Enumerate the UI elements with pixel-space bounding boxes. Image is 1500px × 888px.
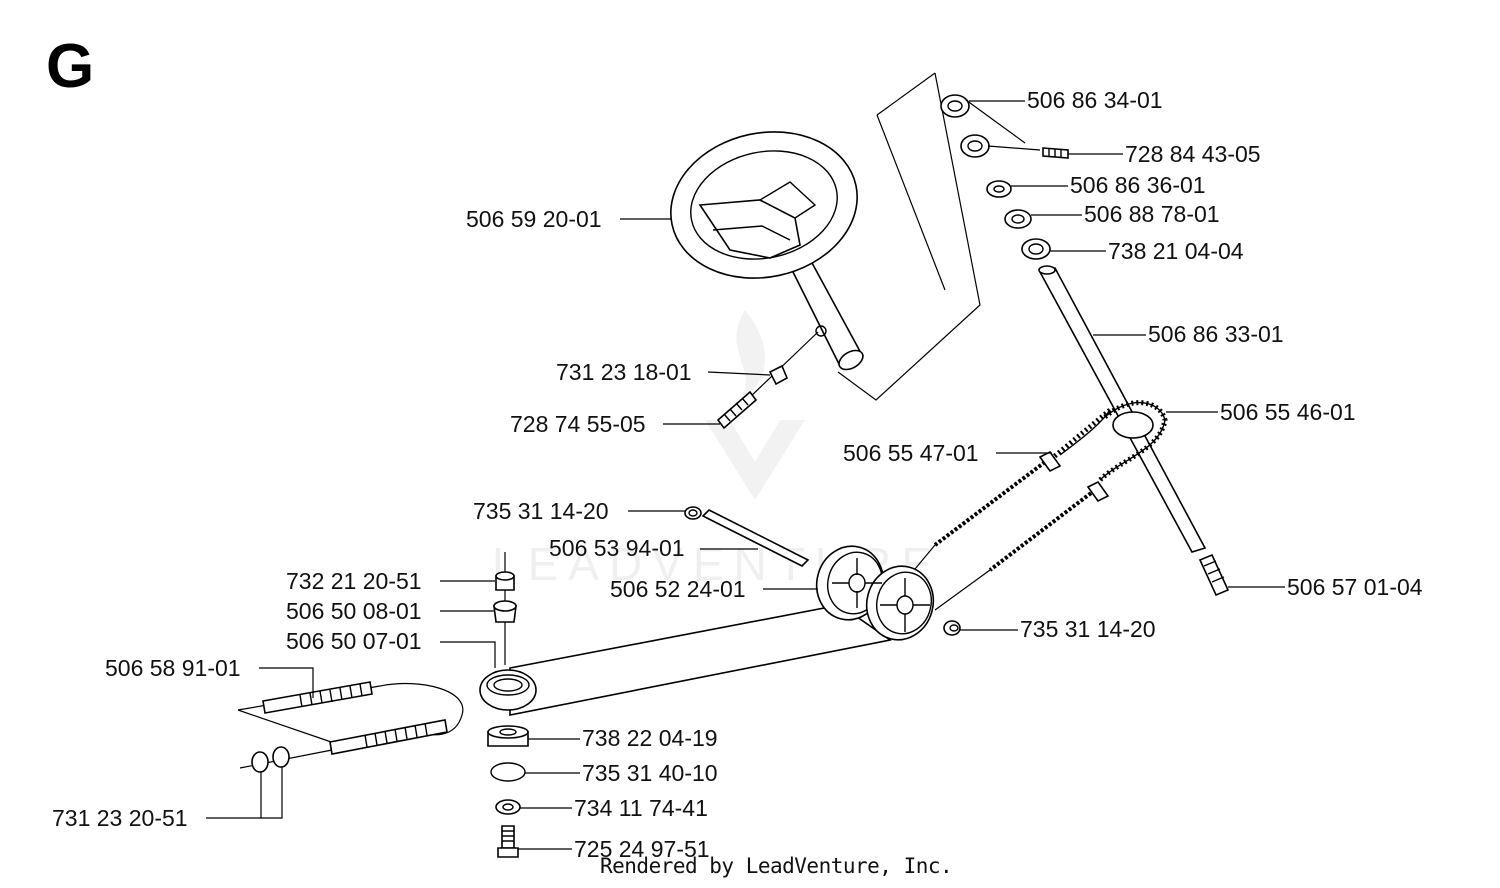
part-label: 738 21 04-04 <box>1108 238 1244 264</box>
part-label: 506 55 46-01 <box>1220 399 1356 425</box>
part-label: 728 84 43-05 <box>1125 141 1261 167</box>
circlip-right <box>943 620 961 636</box>
part-label: 506 50 08-01 <box>286 598 422 624</box>
part-label: 506 57 01-04 <box>1287 574 1423 600</box>
part-label: 735 31 40-10 <box>582 760 718 786</box>
steering-shaft <box>1038 265 1230 597</box>
sprocket-and-chain <box>1048 400 1168 482</box>
footer-credit: Rendered by LeadVenture, Inc. <box>600 854 953 878</box>
part-label: 506 88 78-01 <box>1084 201 1220 227</box>
shaft-stack <box>940 94 1069 260</box>
steering-cables <box>909 450 1110 611</box>
part-label: 506 52 24-01 <box>610 576 746 602</box>
part-label: 506 86 34-01 <box>1027 87 1163 113</box>
bracket-line-left <box>876 114 946 291</box>
bracket-line-right <box>837 72 981 401</box>
bracket-line-top <box>876 72 936 116</box>
part-label: 506 55 47-01 <box>843 440 979 466</box>
part-label: 735 31 14-20 <box>473 498 609 524</box>
set-screw-and-nut <box>716 331 819 430</box>
steering-wheel <box>670 131 864 371</box>
part-label: 735 31 14-20 <box>1020 616 1156 642</box>
pulley-shaft <box>684 506 810 567</box>
tie-rods <box>237 681 464 773</box>
part-label: 734 11 74-41 <box>574 795 708 821</box>
part-labels: 506 86 34-01 728 84 43-05 506 86 36-01 5… <box>52 87 1423 862</box>
part-label: 738 22 04-19 <box>582 725 718 751</box>
part-label: 732 21 20-51 <box>286 568 422 594</box>
watermark-logo-icon <box>705 310 805 500</box>
part-label: 728 74 55-05 <box>510 411 646 437</box>
part-label: 506 86 36-01 <box>1070 172 1206 198</box>
steering-arm <box>509 604 892 716</box>
part-label: 731 23 20-51 <box>52 805 188 831</box>
pivot-stack <box>479 552 537 858</box>
part-label: 506 53 94-01 <box>549 535 685 561</box>
part-label: 731 23 18-01 <box>556 359 692 385</box>
part-label: 506 58 91-01 <box>105 655 241 681</box>
part-label: 506 50 07-01 <box>286 628 422 654</box>
pulleys <box>815 545 935 641</box>
part-label: 506 59 20-01 <box>466 206 602 232</box>
part-label: 725 24 97-51 <box>574 836 710 862</box>
section-letter: G <box>46 32 95 101</box>
leader-lines <box>206 100 1285 850</box>
part-label: 506 86 33-01 <box>1148 321 1284 347</box>
